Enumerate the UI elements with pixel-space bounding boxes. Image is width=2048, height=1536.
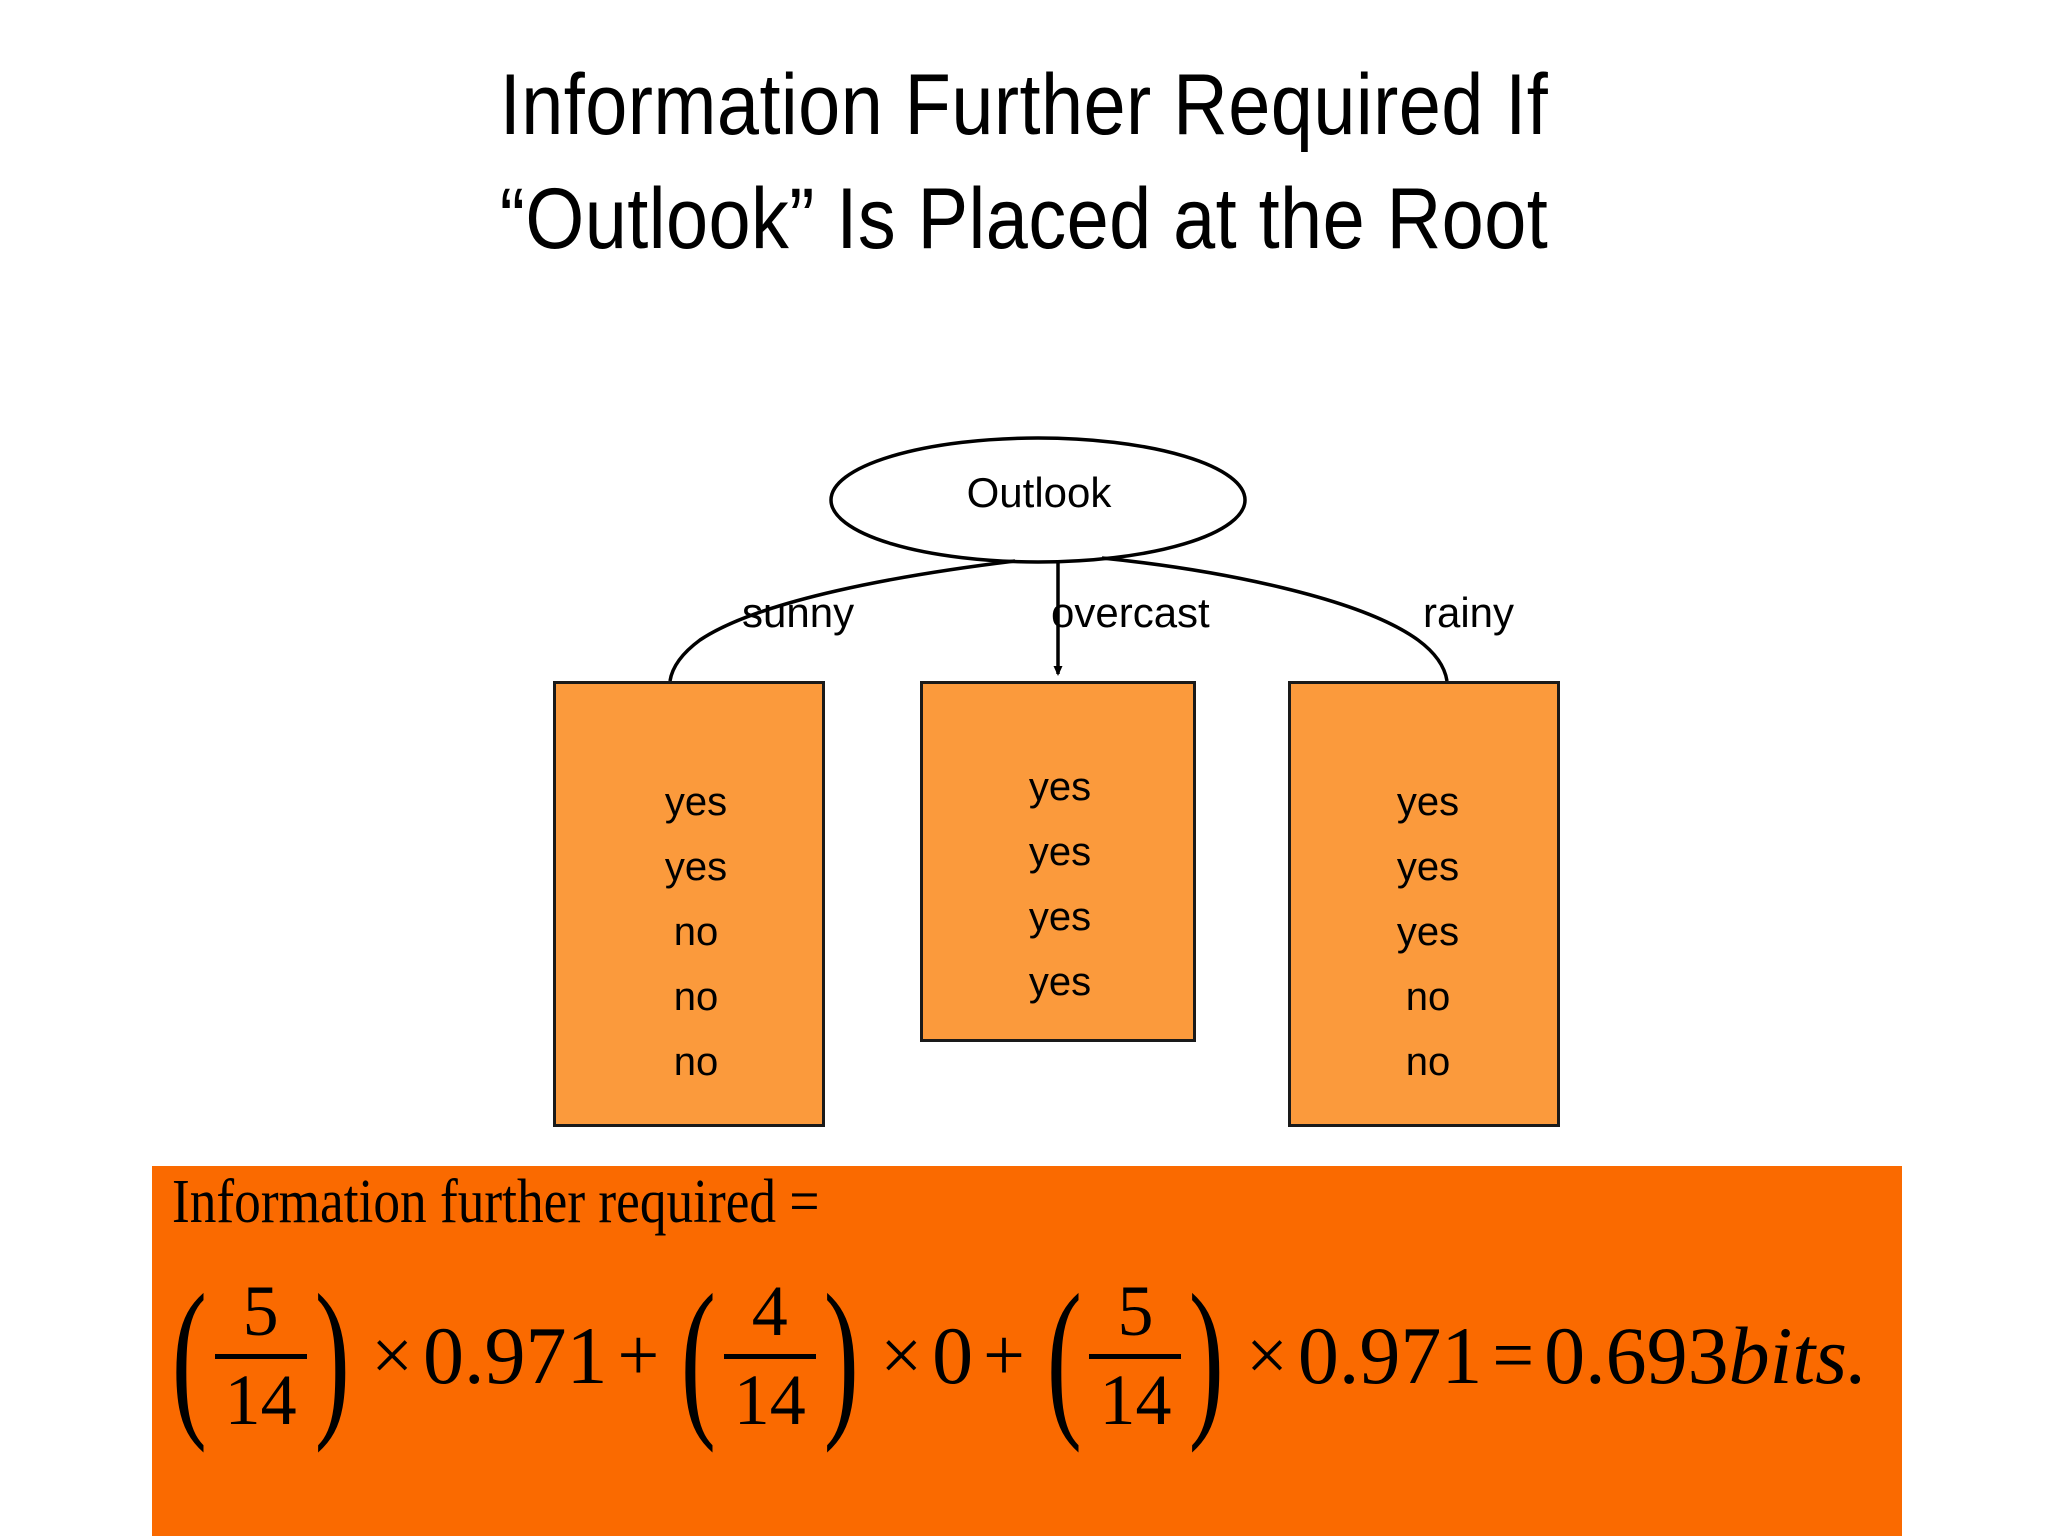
leaf-item: no — [673, 975, 719, 1019]
edge-label-rainy: rainy — [1423, 589, 1515, 636]
leaf-item: yes — [1396, 910, 1460, 954]
leaf-item: yes — [664, 845, 728, 889]
leaf-item: yes — [1028, 895, 1092, 939]
leaf-item: yes — [1396, 780, 1460, 824]
times-sign-1: × — [371, 1315, 413, 1398]
fraction-3: 5 14 — [1089, 1271, 1182, 1440]
open-paren: ( — [680, 1258, 717, 1454]
fraction-bar — [723, 1353, 816, 1359]
factor-1: 0.971 — [422, 1310, 608, 1402]
fraction-denominator: 14 — [733, 1359, 806, 1440]
leaf-item: no — [673, 910, 719, 954]
leaf-item: yes — [664, 780, 728, 824]
fraction-numerator: 4 — [751, 1271, 788, 1351]
open-paren: ( — [171, 1258, 207, 1454]
equals-sign: = — [1492, 1315, 1535, 1398]
fraction-numerator: 5 — [1117, 1271, 1154, 1351]
formula-heading: Information further required = — [172, 1168, 820, 1236]
leaf-item: yes — [1396, 845, 1460, 889]
fraction-numerator: 5 — [242, 1271, 279, 1351]
formula-band: Information further required = ( 5 14 ) … — [152, 1166, 1902, 1536]
leaf-item: yes — [1028, 960, 1092, 1004]
page-title: Information Further Required If “Outlook… — [499, 57, 1549, 268]
leaf-item: no — [1405, 975, 1451, 1019]
edge-label-overcast: overcast — [1051, 589, 1210, 636]
edge-label-sunny: sunny — [742, 589, 855, 636]
fraction-denominator: 14 — [224, 1359, 297, 1440]
fraction-bar — [1089, 1353, 1182, 1359]
open-paren: ( — [1046, 1258, 1082, 1454]
formula-result: 0.693 — [1544, 1310, 1729, 1402]
plus-sign-1: + — [617, 1315, 660, 1398]
close-paren: ) — [1189, 1258, 1225, 1454]
leaf-box-overcast: yes yes yes yes — [920, 681, 1196, 1042]
formula-expression: ( 5 14 ) × 0.971 + ( 4 14 ) × 0 + ( 5 14… — [160, 1258, 1868, 1454]
leaf-item: yes — [1028, 830, 1092, 874]
plus-sign-2: + — [983, 1315, 1025, 1398]
factor-2: 0 — [932, 1310, 974, 1402]
fraction-bar — [214, 1353, 307, 1359]
times-sign-3: × — [1246, 1315, 1288, 1398]
formula-units: bits. — [1728, 1310, 1868, 1402]
fraction-1: 5 14 — [214, 1271, 307, 1440]
leaf-item: no — [673, 1040, 719, 1084]
fraction-2: 4 14 — [723, 1271, 816, 1440]
leaf-item: yes — [1028, 765, 1092, 809]
times-sign-2: × — [880, 1315, 923, 1398]
close-paren: ) — [314, 1258, 350, 1454]
leaf-box-sunny: yes yes no no no — [553, 681, 825, 1127]
close-paren: ) — [823, 1258, 859, 1454]
fraction-denominator: 14 — [1099, 1359, 1172, 1440]
root-node-label: Outlook — [966, 469, 1112, 516]
leaf-item: no — [1405, 1040, 1451, 1084]
factor-3: 0.971 — [1297, 1310, 1483, 1402]
leaf-box-rainy: yes yes yes no no — [1288, 681, 1560, 1127]
